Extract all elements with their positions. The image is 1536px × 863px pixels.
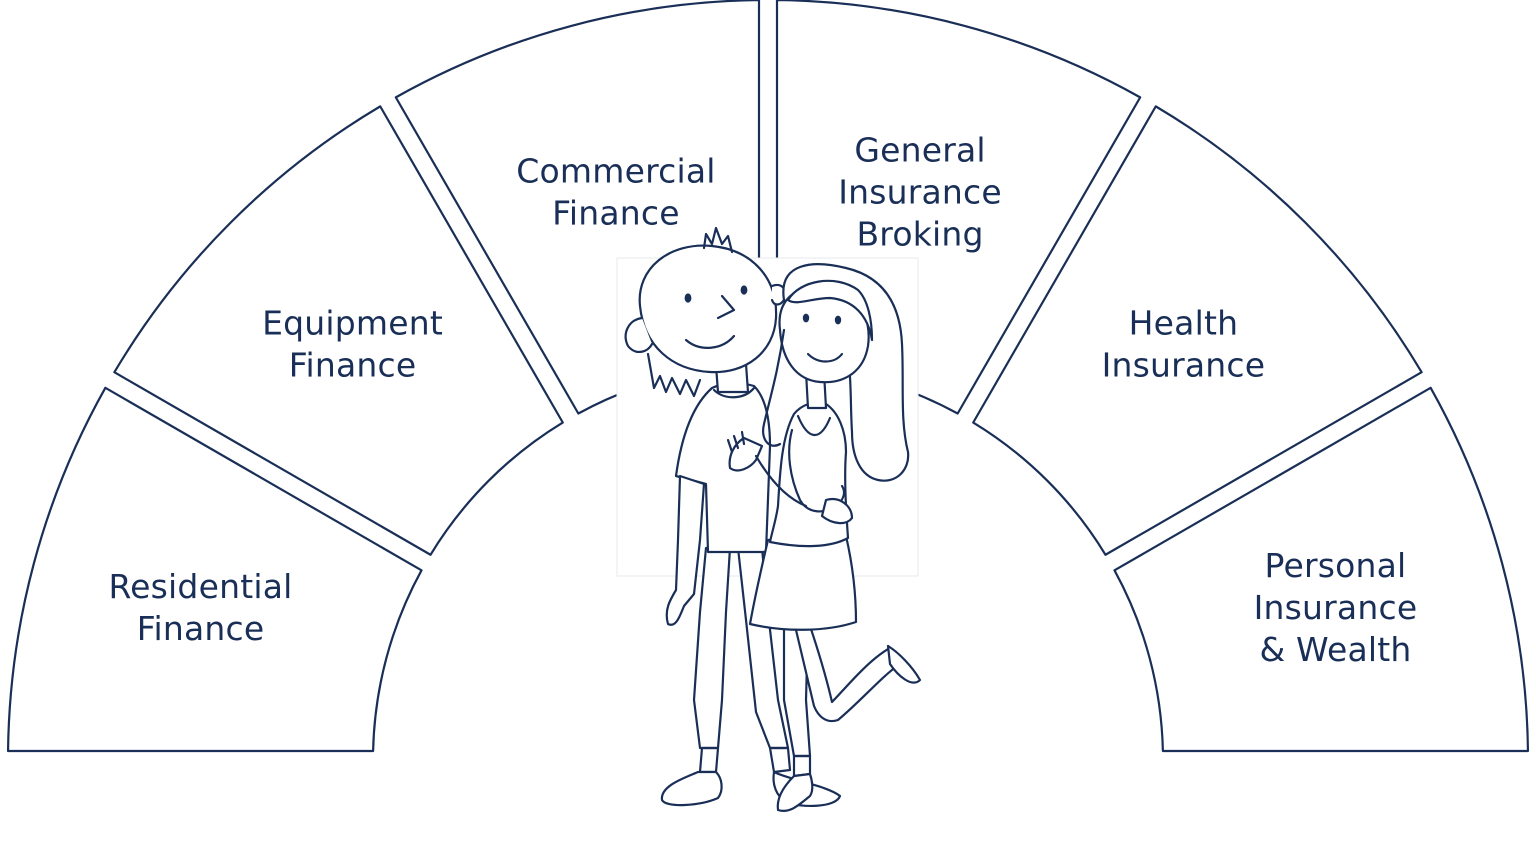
segment-personal-insurance-wealth[interactable] xyxy=(1113,386,1530,753)
segment-label-line: Insurance xyxy=(1254,588,1418,627)
segment-equipment-finance[interactable] xyxy=(113,105,564,556)
segment-label-line: Finance xyxy=(552,194,680,233)
segment-health-insurance[interactable] xyxy=(972,105,1423,556)
segment-label-line: Equipment xyxy=(262,304,443,343)
segment-label-line: Broking xyxy=(856,215,983,254)
segment-label-line: Insurance xyxy=(1102,346,1266,385)
segment-label-line: Finance xyxy=(289,346,417,385)
segment-label-line: & Wealth xyxy=(1259,630,1411,669)
segment-label-line: Commercial xyxy=(516,152,715,191)
segment-label-line: General xyxy=(854,131,985,170)
segment-label-line: Health xyxy=(1129,304,1239,343)
segment-label-line: Residential xyxy=(109,567,293,606)
segment-label-line: Personal xyxy=(1265,546,1407,585)
segment-label-line: Finance xyxy=(137,609,265,648)
segment-label-line: Insurance xyxy=(838,173,1002,212)
couple-illustration-icon xyxy=(616,226,922,812)
boy-figure-icon xyxy=(624,226,842,808)
segment-residential-finance[interactable] xyxy=(6,386,423,753)
girl-figure-icon xyxy=(726,263,922,812)
